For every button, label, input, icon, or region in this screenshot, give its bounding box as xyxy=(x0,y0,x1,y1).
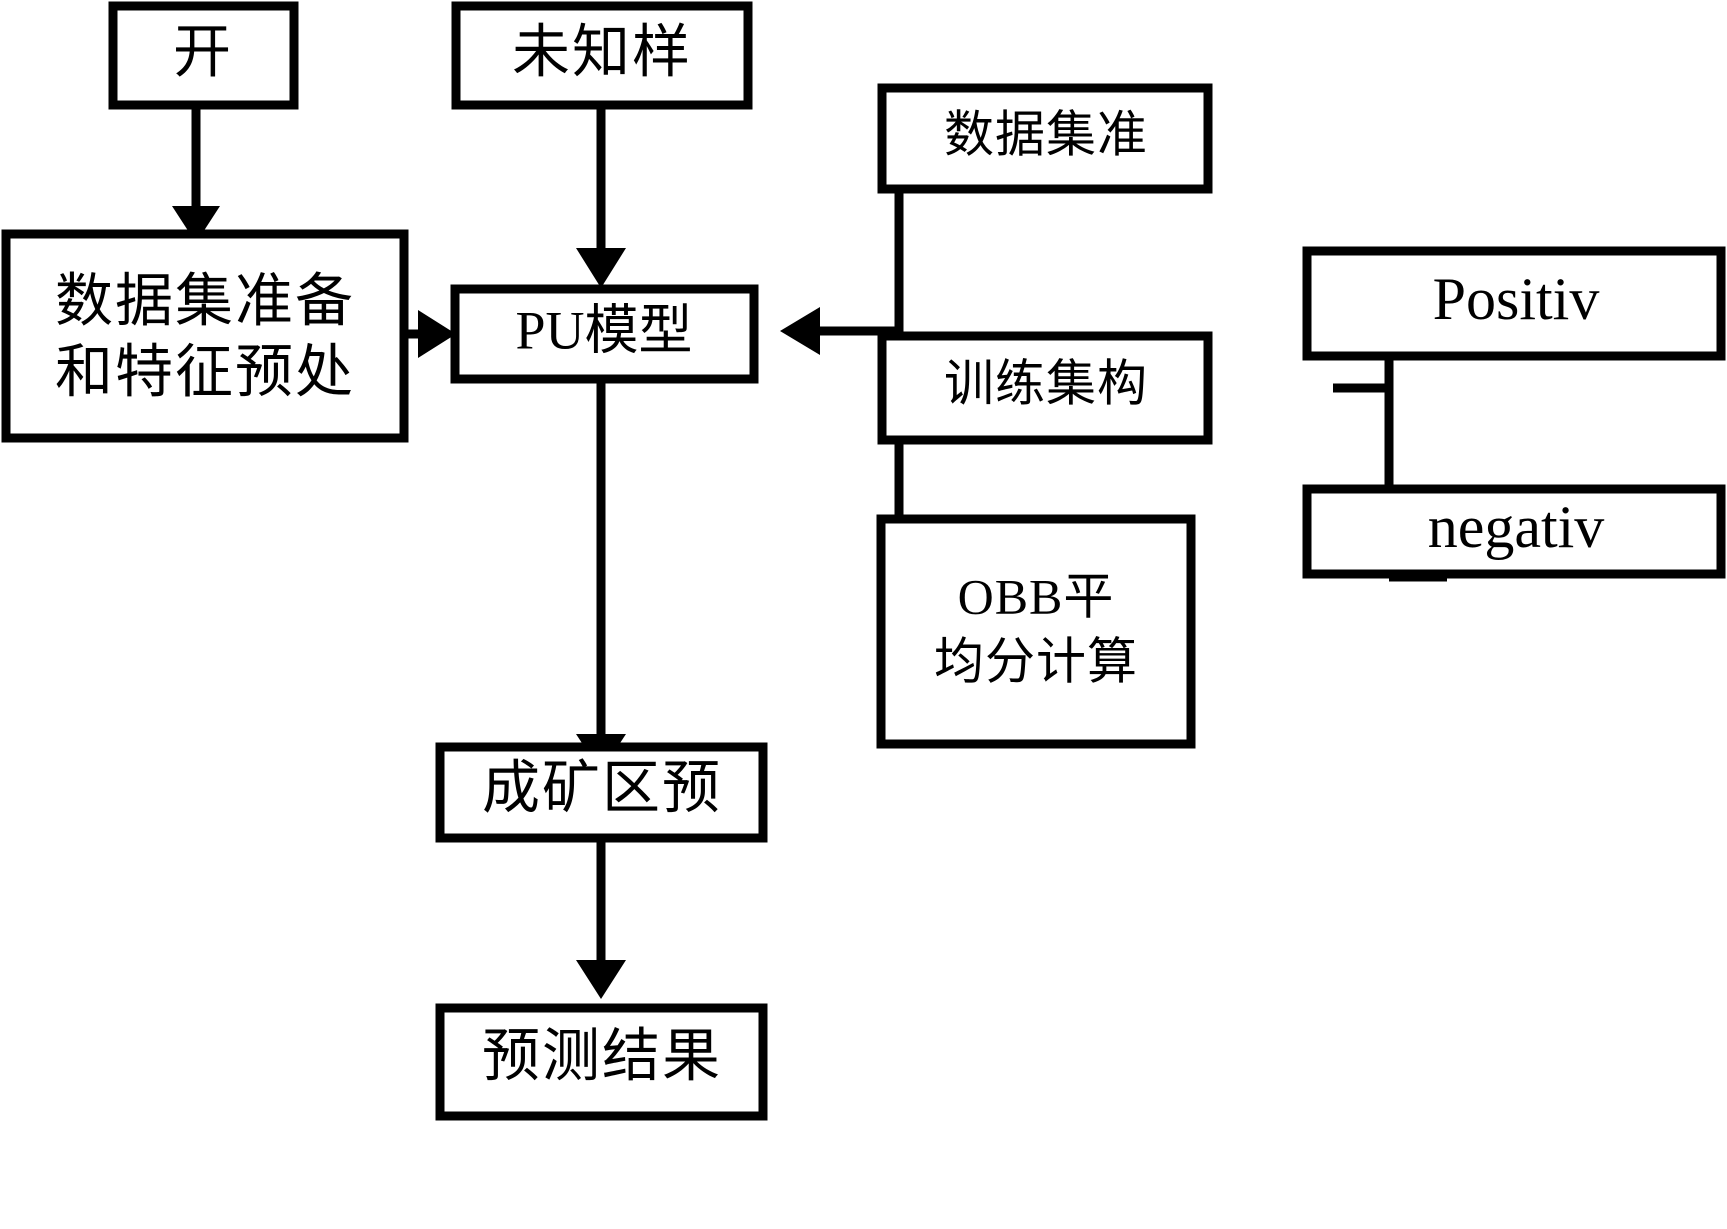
edge-orearea-to-result xyxy=(576,838,626,999)
node-negative[interactable]: negativ xyxy=(1302,484,1726,579)
node-data-prep-label-line1: 数据集准备 xyxy=(55,268,355,333)
node-obb-score[interactable]: OBB平 均分计算 xyxy=(876,514,1196,749)
node-trainset-build-label: 训练集构 xyxy=(944,355,1148,411)
node-obb-score-label-line1: OBB平 xyxy=(958,568,1115,624)
edge-unknown-to-pumodel xyxy=(576,105,626,288)
edge-pumodel-to-orearea xyxy=(576,380,626,772)
node-trainset-build[interactable]: 训练集构 xyxy=(877,331,1213,445)
node-ore-area-prediction[interactable]: 成矿区预 xyxy=(435,742,768,843)
node-dataset-standard-label: 数据集准 xyxy=(944,106,1148,162)
edge-start-to-dataprep xyxy=(172,105,220,243)
node-prediction-result[interactable]: 预测结果 xyxy=(435,1003,768,1121)
node-obb-score-label-line2: 均分计算 xyxy=(934,633,1138,689)
edge-dataprep-to-pumodel xyxy=(404,310,456,358)
node-negative-label: negativ xyxy=(1428,494,1605,560)
node-pu-model[interactable]: PU模型 xyxy=(450,284,759,384)
node-data-prep-label-line2: 和特征预处 xyxy=(55,339,355,404)
node-positive-label: Positiv xyxy=(1433,266,1600,332)
node-dataset-standard[interactable]: 数据集准 xyxy=(877,83,1213,194)
node-start-label: 开 xyxy=(173,19,233,84)
node-ore-area-prediction-label: 成矿区预 xyxy=(482,755,722,820)
node-data-prep[interactable]: 数据集准备 和特征预处 xyxy=(1,229,409,443)
node-pu-model-label: PU模型 xyxy=(515,300,692,360)
node-start[interactable]: 开 xyxy=(108,1,299,110)
node-unknown-samples[interactable]: 未知样 xyxy=(451,1,753,110)
node-positive[interactable]: Positiv xyxy=(1302,246,1726,361)
node-prediction-result-label: 预测结果 xyxy=(482,1023,722,1088)
node-unknown-samples-label: 未知样 xyxy=(512,19,692,84)
